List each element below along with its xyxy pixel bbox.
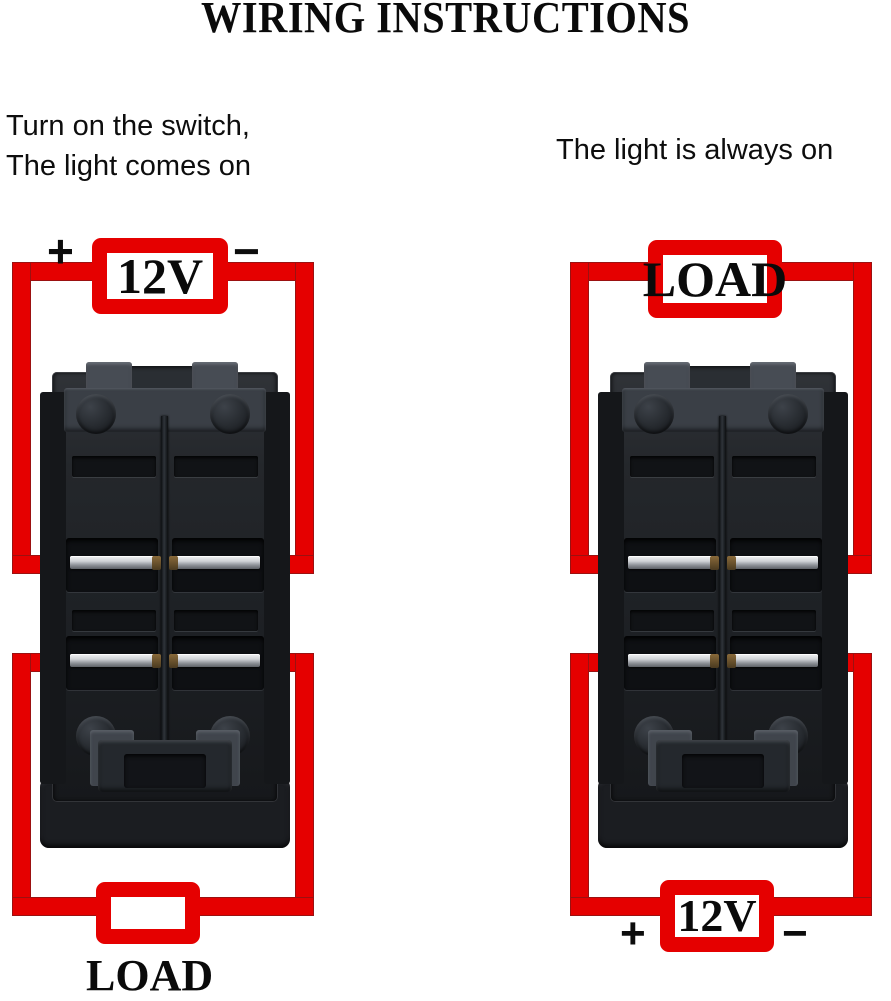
switch-center-rib (161, 416, 168, 752)
wire-right-bottom-horizontal (196, 897, 314, 916)
switch-vent-slot-upper-right (732, 456, 816, 477)
polarity-plus-right: + (620, 909, 646, 958)
switch-shoulder-right (822, 392, 848, 784)
load-box-right: LOAD (643, 240, 787, 318)
battery-box-label: 12V (677, 890, 757, 941)
terminal-lower-right (734, 654, 818, 667)
wire-right-rail-upper (295, 262, 314, 566)
rocker-switch-left (40, 358, 290, 848)
terminal-screw-upper-left (710, 556, 719, 570)
wire-left-rail-upper (12, 262, 31, 566)
caption-right-diagram: The light is always on (556, 134, 834, 166)
terminal-screw-lower-right (727, 654, 736, 668)
wire-right-diagram-right-rail-lower (853, 653, 872, 907)
terminal-upper-right (734, 556, 818, 569)
battery-box-12v-right: 12V (660, 880, 774, 952)
load-caption-left: LOAD (86, 951, 214, 1000)
terminal-upper-left (70, 556, 154, 569)
terminal-screw-upper-right (727, 556, 736, 570)
battery-box-12v-left: 12V (92, 238, 228, 314)
wire-left-bottom-horizontal (12, 897, 104, 916)
switch-center-rib (719, 416, 726, 752)
switch-shoulder-left (40, 392, 66, 784)
switch-vent-slot-mid-right (174, 610, 258, 631)
rocker-switch-right (598, 358, 848, 848)
switch-vent-slot-mid-right (732, 610, 816, 631)
switch-bottom-recess (124, 754, 206, 788)
load-box-left (96, 882, 200, 944)
wire-right-diagram-left-rail-upper (570, 262, 589, 566)
switch-shoulder-right (264, 392, 290, 784)
terminal-lower-right (176, 654, 260, 667)
wire-right-diagram-left-rail-lower (570, 653, 589, 907)
wire-left-rail-lower (12, 653, 31, 907)
polarity-minus-right: − (782, 909, 808, 958)
switch-shoulder-left (598, 392, 624, 784)
switch-vent-slot-mid-left (630, 610, 714, 631)
wire-right-diagram-right-rail-upper (853, 262, 872, 566)
terminal-lower-left (70, 654, 154, 667)
load-box-label: LOAD (642, 251, 788, 307)
battery-box-label: 12V (116, 248, 204, 304)
polarity-plus-left: + (47, 225, 74, 277)
switch-boss-top-right (768, 394, 808, 434)
terminal-screw-lower-left (152, 654, 161, 668)
switch-boss-top-left (634, 394, 674, 434)
terminal-lower-left (628, 654, 712, 667)
terminal-upper-right (176, 556, 260, 569)
switch-boss-top-left (76, 394, 116, 434)
terminal-screw-upper-right (169, 556, 178, 570)
switch-boss-top-right (210, 394, 250, 434)
terminal-upper-left (628, 556, 712, 569)
polarity-minus-left: − (233, 225, 260, 277)
page-title: WIRING INSTRUCTIONS (200, 0, 690, 42)
terminal-screw-lower-left (710, 654, 719, 668)
switch-vent-slot-upper-right (174, 456, 258, 477)
switch-vent-slot-upper-left (72, 456, 156, 477)
wire-right-diagram-right-bottom-horizontal (764, 897, 872, 916)
switch-vent-slot-upper-left (630, 456, 714, 477)
switch-vent-slot-mid-left (72, 610, 156, 631)
caption-left-diagram: Turn on the switch, The light comes on (6, 110, 252, 183)
terminal-screw-upper-left (152, 556, 161, 570)
wire-right-rail-lower (295, 653, 314, 907)
switch-bottom-recess (682, 754, 764, 788)
terminal-screw-lower-right (169, 654, 178, 668)
